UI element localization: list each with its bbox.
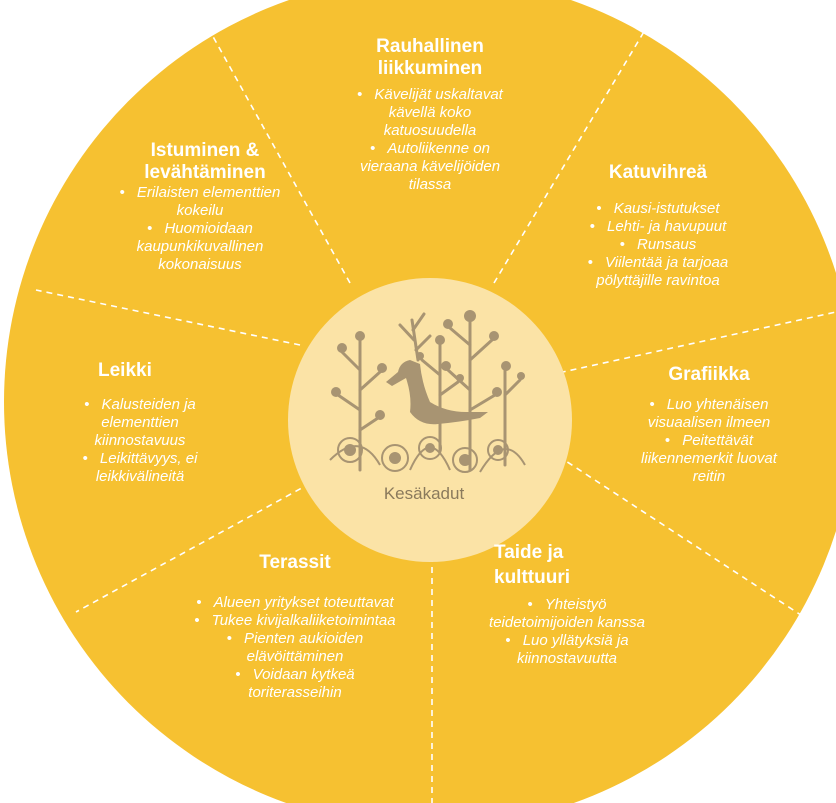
list-item-cont: kävellä koko xyxy=(388,104,472,121)
segment-title: Leikki xyxy=(40,360,240,382)
list-item: Tukee kivijalkaliiketoimintaa xyxy=(140,612,450,630)
list-item-cont: tilassa xyxy=(408,176,452,193)
list-item: Peitettävät xyxy=(604,432,814,450)
list-item: Luo yhtenäisen xyxy=(604,396,814,414)
list-item-cont: toriterasseihin xyxy=(248,684,342,701)
segment-katuvihrea: Katuvihreä Kausi-istutukset Lehti- ja ha… xyxy=(548,162,768,290)
list-item-cont: liikennemerkit luovat xyxy=(641,450,777,467)
segment-grafiikka: Grafiikka Luo yhtenäisen visuaalisen ilm… xyxy=(604,364,814,486)
list-item-cont: elementtien xyxy=(101,414,179,431)
list-item: Runsaus xyxy=(548,236,768,254)
deer-and-flowers-logo-icon xyxy=(329,310,526,473)
center-label: Kesäkadut xyxy=(383,484,465,503)
list-item: Viilentää ja tarjoaa xyxy=(548,254,768,272)
title-line: Taide ja xyxy=(494,542,564,563)
segment-list: Alueen yritykset toteuttavat Tukee kivij… xyxy=(140,594,450,702)
segment-leikki: Leikki Kalusteiden ja elementtien kiinno… xyxy=(40,360,240,486)
segment-taide-ja-kulttuuri: Taide ja kulttuuri Yhteistyö teidetoimij… xyxy=(452,540,682,668)
divider-4 xyxy=(548,449,836,639)
list-item: Kalusteiden ja xyxy=(40,396,240,414)
segment-list: Kalusteiden ja elementtien kiinnostavuus… xyxy=(40,396,240,486)
list-item-cont: leikkivälineitä xyxy=(95,468,185,485)
segment-title: Rauhallinen liikkuminen xyxy=(305,36,555,80)
list-item: Luo yllätyksiä ja xyxy=(452,632,682,650)
title-line: Katuvihreä xyxy=(608,162,708,183)
list-item: Erilaisten elementtien xyxy=(80,184,320,202)
segment-title: Terassit xyxy=(140,552,450,574)
divider-2 xyxy=(493,29,646,284)
list-item: Lehti- ja havupuut xyxy=(548,218,768,236)
title-line: kulttuuri xyxy=(494,567,570,588)
list-item: Kausi-istutukset xyxy=(548,200,768,218)
segment-list: Yhteistyö teidetoimijoiden kanssa Luo yl… xyxy=(452,596,682,668)
segment-list: Kausi-istutukset Lehti- ja havupuut Runs… xyxy=(548,200,768,290)
segment-list: Luo yhtenäisen visuaalisen ilmeen Peitet… xyxy=(604,396,814,486)
list-item: Yhteistyö xyxy=(452,596,682,614)
segment-list: Erilaisten elementtien kokeilu Huomioida… xyxy=(80,184,320,274)
list-item-cont: katuosuudella xyxy=(383,122,477,139)
title-line: Istuminen & xyxy=(150,140,260,161)
list-item-cont: reitin xyxy=(692,468,726,485)
title-line: levähtäminen xyxy=(144,162,266,183)
list-item-cont: pölyttäjille ravintoa xyxy=(596,272,720,289)
list-item-cont: kokeilu xyxy=(176,202,224,219)
list-item-cont: elävöittäminen xyxy=(246,648,344,665)
list-item: Huomioidaan xyxy=(80,220,320,238)
list-item: Leikittävyys, ei xyxy=(40,450,240,468)
list-item-cont: kaupunkikuvallinen xyxy=(136,238,264,255)
segment-list: Kävelijät uskaltavat kävellä koko katuos… xyxy=(305,86,555,194)
list-item: Voidaan kytkeä xyxy=(140,666,450,684)
list-item: Kävelijät uskaltavat xyxy=(305,86,555,104)
segment-rauhallinen-liikkuminen: Rauhallinen liikkuminen Kävelijät uskalt… xyxy=(305,36,555,194)
segment-title: Taide ja kulttuuri xyxy=(452,540,682,590)
segment-dividers xyxy=(35,23,836,803)
divider-1 xyxy=(205,23,351,284)
segment-title: Katuvihreä xyxy=(548,162,768,184)
list-item-cont: visuaalisen ilmeen xyxy=(647,414,771,431)
segment-terassit: Terassit Alueen yritykset toteuttavat Tu… xyxy=(140,552,450,702)
segment-title: Grafiikka xyxy=(604,364,814,386)
divider-6 xyxy=(75,477,321,613)
segment-istuminen-ja-levahtaminen: Istuminen & levähtäminen Erilaisten elem… xyxy=(80,140,320,274)
divider-7 xyxy=(35,289,301,346)
title-line: Grafiikka xyxy=(668,364,750,385)
segment-title: Istuminen & levähtäminen xyxy=(80,140,320,184)
list-item: Autoliikenne on xyxy=(305,140,555,158)
title-line: Rauhallinen xyxy=(376,36,484,57)
divider-3 xyxy=(548,311,836,376)
list-item-cont: kiinnostavuus xyxy=(94,432,186,449)
list-item-cont: vieraana kävelijöiden xyxy=(359,158,501,175)
title-line: Terassit xyxy=(259,552,331,573)
list-item: Alueen yritykset toteuttavat xyxy=(140,594,450,612)
list-item-cont: kiinnostavuutta xyxy=(516,650,618,667)
list-item-cont: kokonaisuus xyxy=(158,256,242,273)
title-line: Leikki xyxy=(98,360,152,381)
title-line: liikkuminen xyxy=(377,58,483,79)
list-item-cont: teidetoimijoiden kanssa xyxy=(489,614,645,631)
list-item: Pienten aukioiden xyxy=(140,630,450,648)
